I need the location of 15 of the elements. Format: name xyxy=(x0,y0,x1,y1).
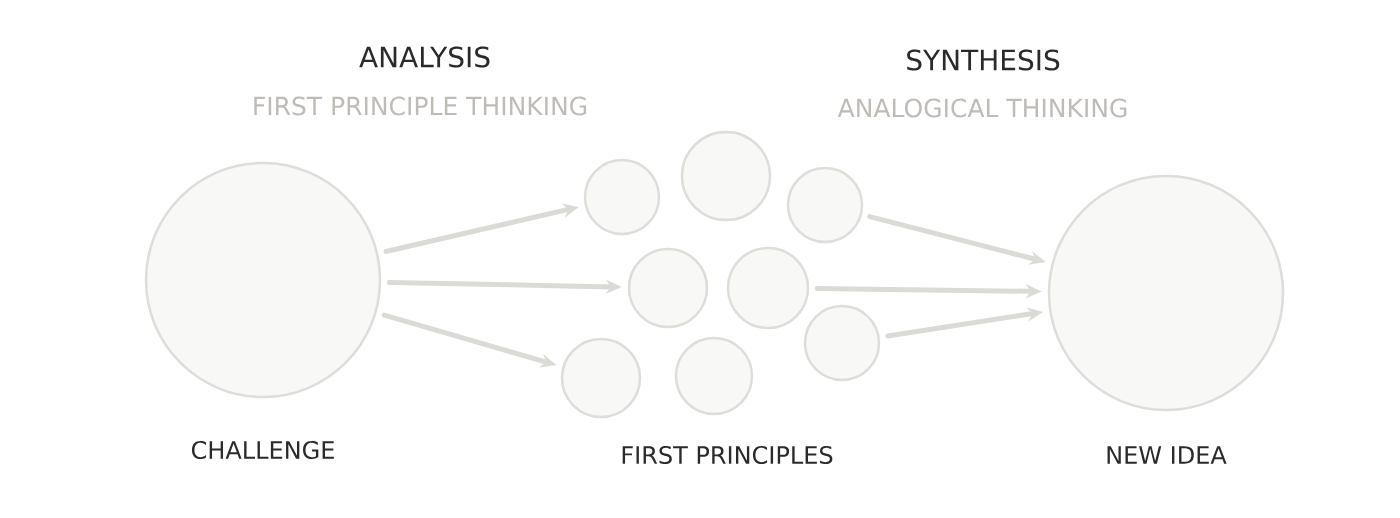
node-label: NEW IDEA xyxy=(1107,446,1227,464)
subheading: FIRST PRINCIPLE THINKING xyxy=(254,96,587,116)
circle xyxy=(583,158,661,236)
heading: SYNTHESIS xyxy=(907,49,1060,71)
circle xyxy=(560,337,642,419)
subheading: ANALOGICAL THINKING xyxy=(837,98,1127,118)
node-label: CHALLENGE xyxy=(191,440,334,460)
circle xyxy=(726,246,810,330)
circle xyxy=(674,336,754,416)
circle xyxy=(680,130,772,222)
circle xyxy=(627,247,709,329)
group-label: FIRST PRINCIPLES xyxy=(622,445,833,465)
circle xyxy=(786,166,864,244)
circle xyxy=(803,304,881,382)
heading: ANALYSIS xyxy=(359,46,490,68)
